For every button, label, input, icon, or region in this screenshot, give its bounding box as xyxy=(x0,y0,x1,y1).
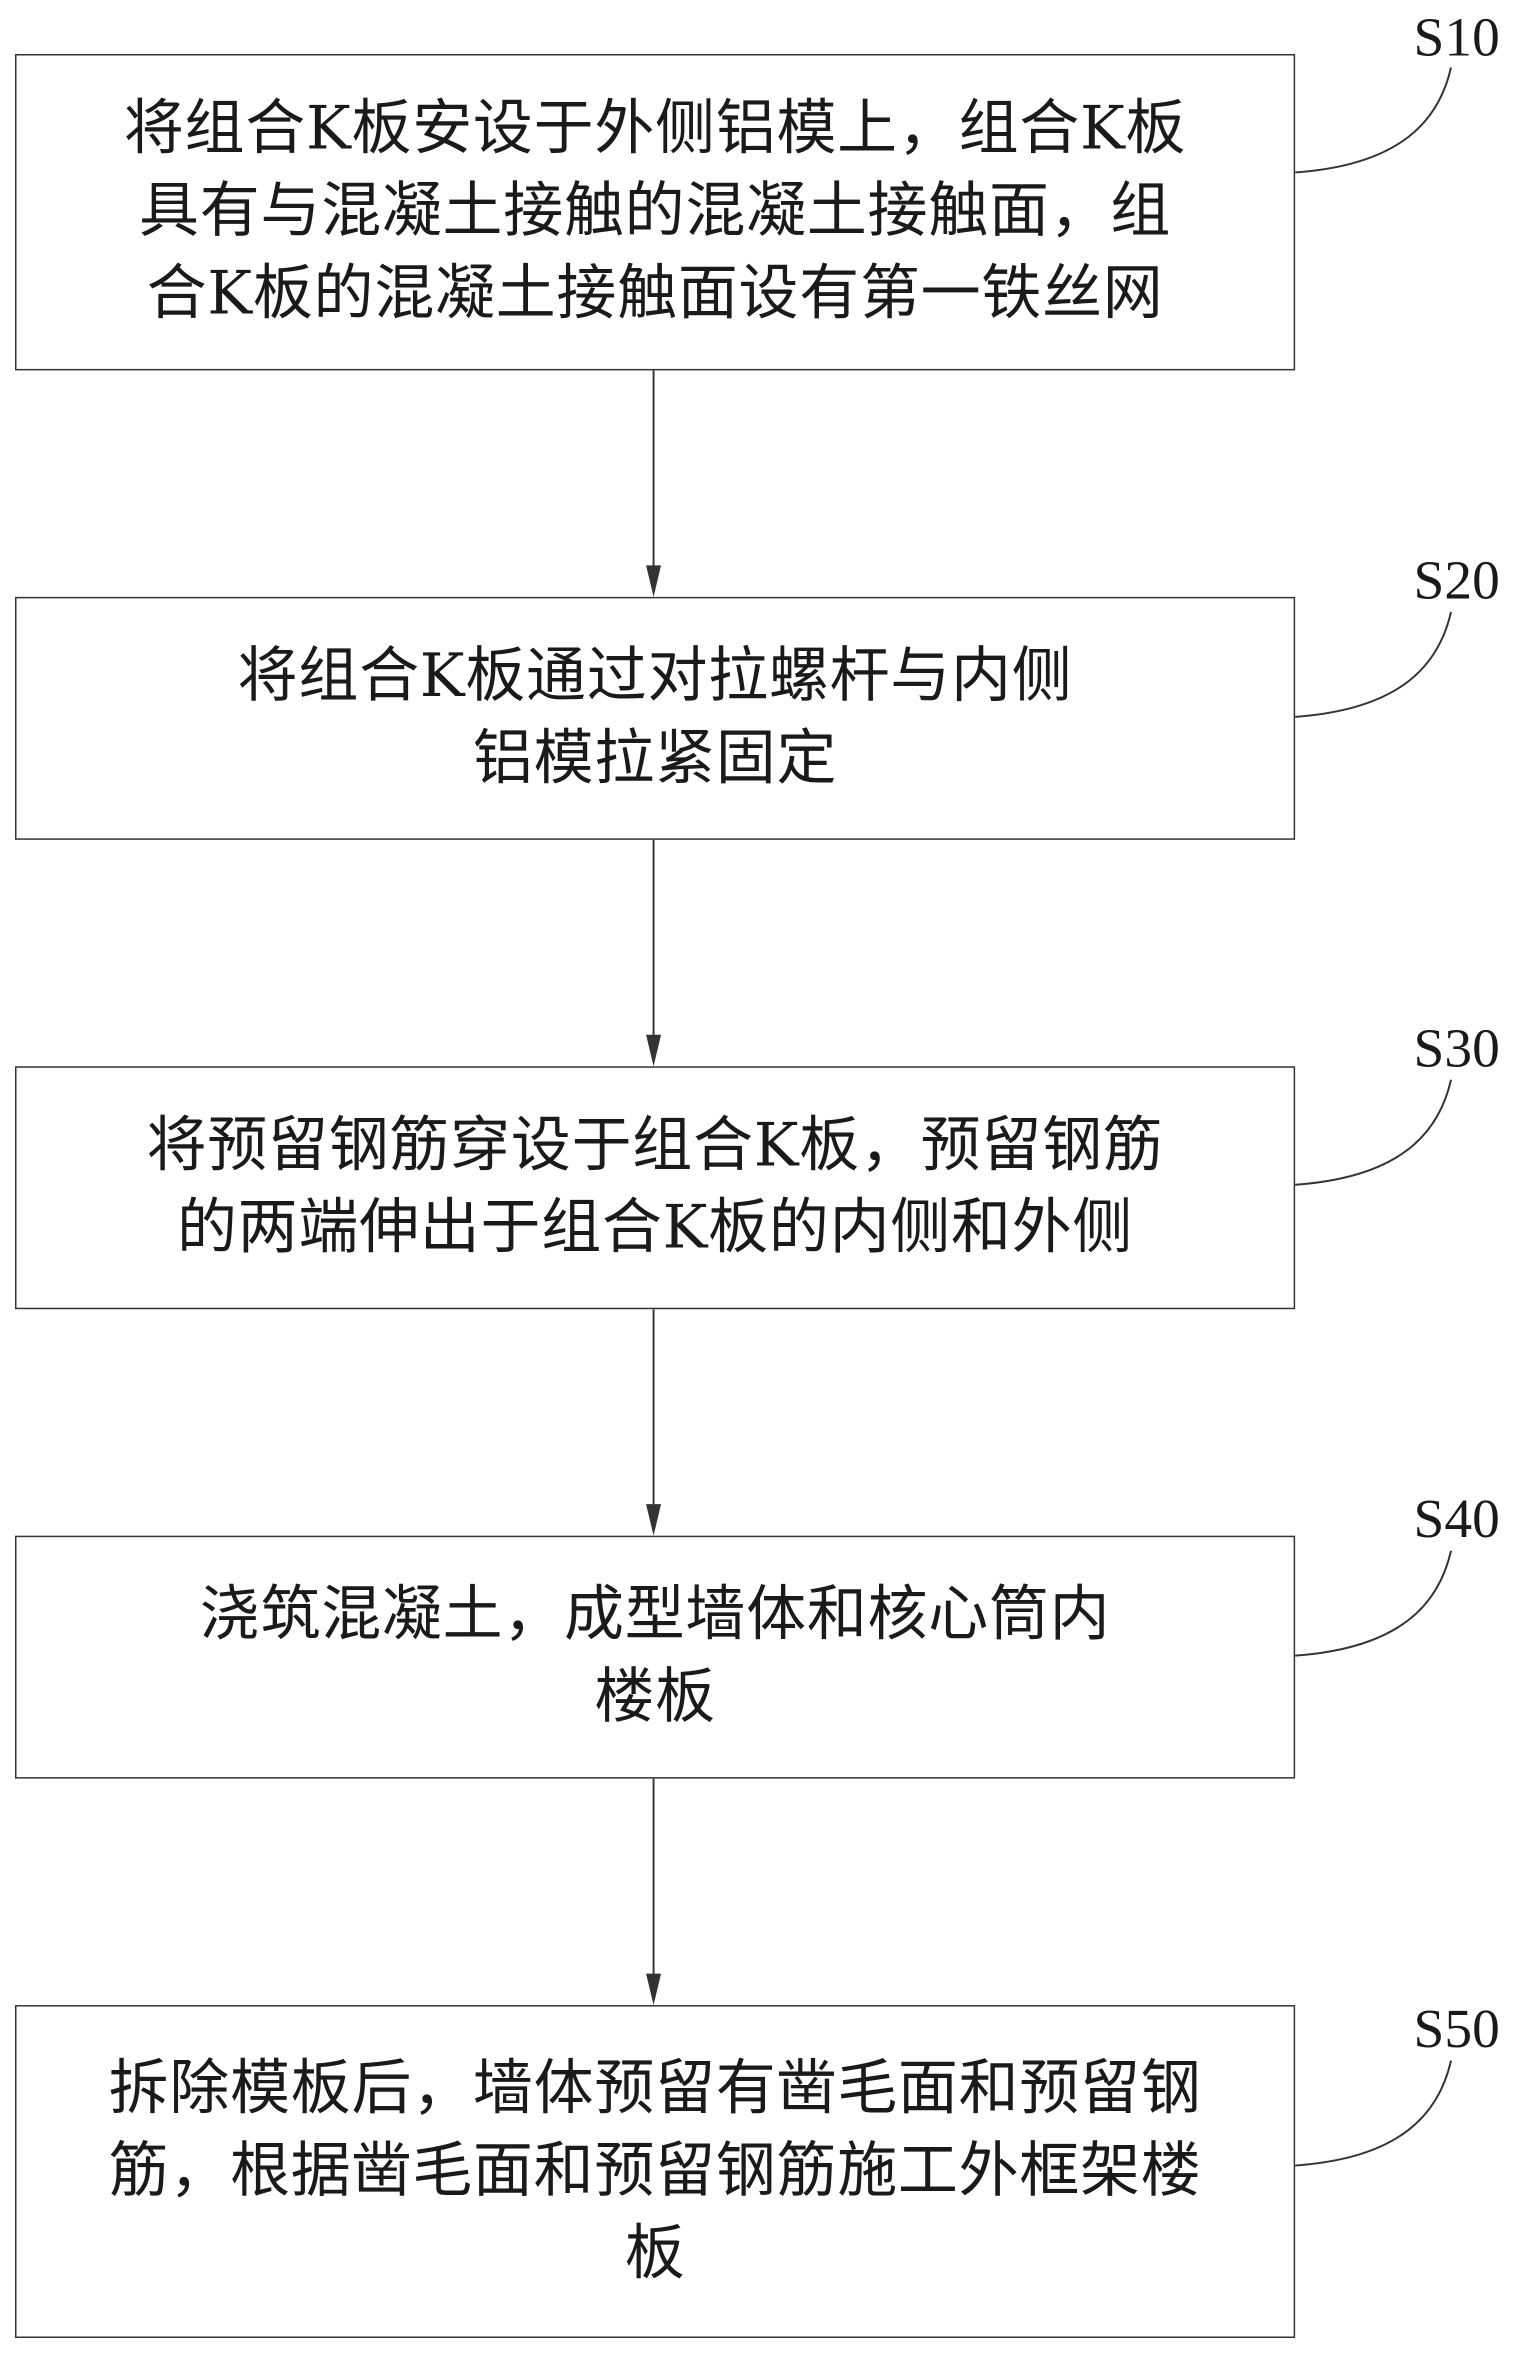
step-box-s50: 拆除模板后，墙体预留有凿毛面和预留钢 筋，根据凿毛面和预留钢筋施工外框架楼 板 xyxy=(14,2005,1296,2339)
step-box-s30: 将预留钢筋穿设于组合K板，预留钢筋 的两端伸出于组合K板的内侧和外侧 xyxy=(14,1066,1296,1310)
arrow-s20-s30 xyxy=(646,839,662,1067)
step-label-s50: S50 xyxy=(1413,1999,1500,2061)
leader-line-s30 xyxy=(1295,1079,1452,1186)
step-label-s30: S30 xyxy=(1413,1018,1500,1080)
step-text-s40: 浇筑混凝土，成型墙体和核心筒内 楼板 xyxy=(200,1575,1111,1740)
arrow-s40-s50 xyxy=(646,1778,662,2006)
step-line: 浇筑混凝土，成型墙体和核心筒内 xyxy=(199,1580,1111,1650)
step-line: 将组合K板安设于外侧铝模上，组合K板 xyxy=(123,94,1187,164)
step-line: 将组合K板通过对拉螺杆与内侧 xyxy=(237,641,1073,711)
step-line: 铝模拉紧固定 xyxy=(472,724,838,794)
step-box-s10: 将组合K板安设于外侧铝模上，组合K板 具有与混凝土接触的混凝土接触面，组 合K板… xyxy=(14,53,1296,371)
step-label-s10: S10 xyxy=(1413,7,1500,69)
step-line: 楼板 xyxy=(594,1663,716,1733)
step-line: 的两端伸出于组合K板的内侧和外侧 xyxy=(176,1193,1134,1263)
step-text-s50: 拆除模板后，墙体预留有凿毛面和预留钢 筋，根据凿毛面和预留钢筋施工外框架楼 板 xyxy=(109,2048,1202,2295)
step-text-s10: 将组合K板安设于外侧铝模上，组合K板 具有与混凝土接触的混凝土接触面，组 合K板… xyxy=(124,88,1186,335)
leader-line-s50 xyxy=(1295,2060,1452,2167)
step-text-s20: 将组合K板通过对拉螺杆与内侧 铝模拉紧固定 xyxy=(238,636,1073,801)
step-line: 板 xyxy=(624,2218,686,2288)
step-line: 拆除模板后，墙体预留有凿毛面和预留钢 xyxy=(108,2053,1202,2123)
arrow-s30-s40 xyxy=(646,1309,662,1536)
arrow-s10-s20 xyxy=(646,370,662,597)
leader-line-s40 xyxy=(1295,1550,1452,1657)
leader-line-s20 xyxy=(1295,611,1452,718)
step-box-s20: 将组合K板通过对拉螺杆与内侧 铝模拉紧固定 xyxy=(14,596,1296,840)
step-line: 将预留钢筋穿设于组合K板，预留钢筋 xyxy=(146,1111,1164,1181)
step-box-s40: 浇筑混凝土，成型墙体和核心筒内 楼板 xyxy=(14,1535,1296,1779)
step-line: 筋，根据凿毛面和预留钢筋施工外框架楼 xyxy=(108,2136,1202,2206)
step-line: 合K板的混凝土接触面设有第一铁丝网 xyxy=(146,259,1164,329)
step-text-s30: 将预留钢筋穿设于组合K板，预留钢筋 的两端伸出于组合K板的内侧和外侧 xyxy=(147,1105,1164,1270)
step-label-s20: S20 xyxy=(1413,550,1500,612)
step-line: 具有与混凝土接触的混凝土接触面，组 xyxy=(139,176,1172,246)
leader-line-s10 xyxy=(1295,67,1452,174)
step-label-s40: S40 xyxy=(1413,1489,1500,1551)
